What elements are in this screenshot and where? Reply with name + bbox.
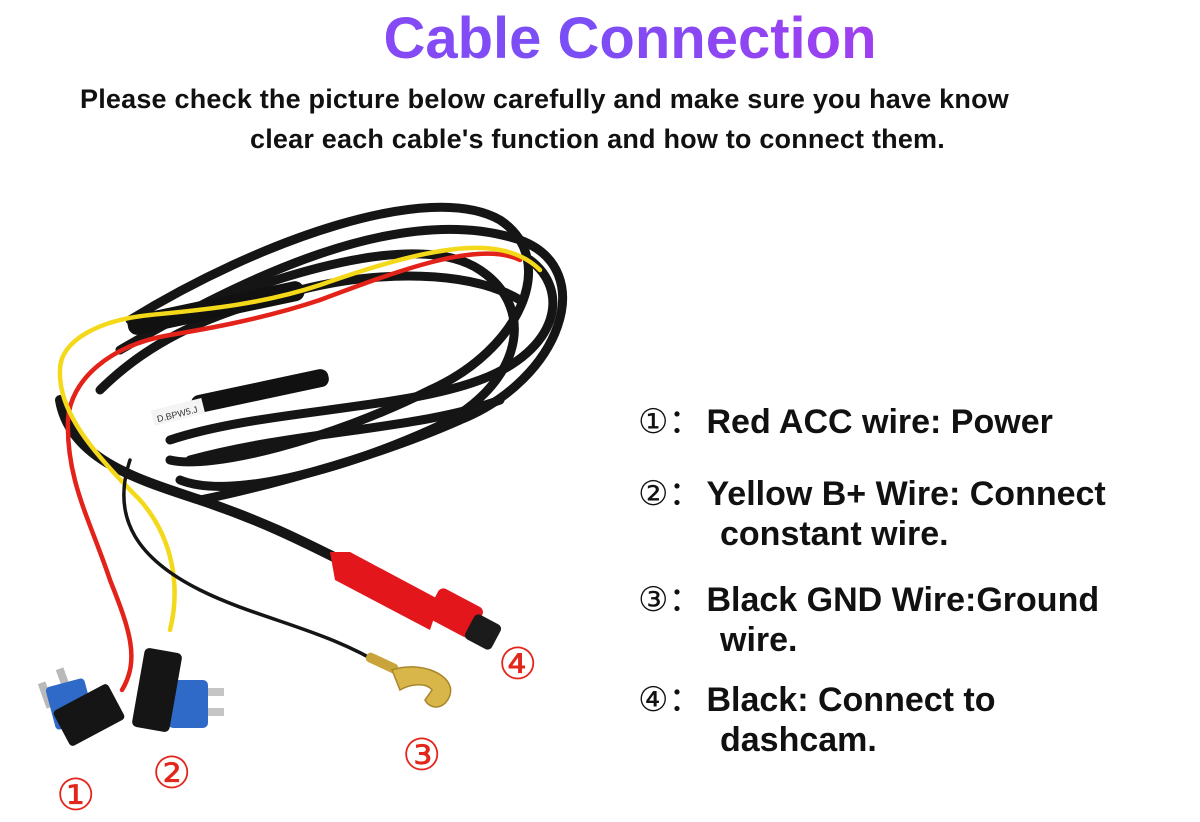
- legend-item-1: ①：Red ACC wire: Power: [638, 402, 1053, 442]
- yellow-bplus-wire: [57, 245, 543, 633]
- legend-num: ②：: [638, 474, 703, 514]
- red-acc-wire: [65, 251, 523, 693]
- legend-text-line2: dashcam.: [720, 721, 877, 759]
- marker-3: ③: [402, 730, 442, 781]
- inline-junction: [191, 369, 329, 413]
- dashcam-connector: [330, 552, 502, 650]
- marker-1: ①: [56, 770, 96, 821]
- legend-text: Red ACC wire: Power: [706, 403, 1053, 441]
- spade-terminal: [365, 652, 452, 708]
- legend-item-3: ③：Black GND Wire:Ground wire.: [638, 580, 1099, 660]
- legend-text: Black: Connect to: [706, 681, 996, 719]
- marker-2: ②: [152, 748, 192, 799]
- page-title: Cable Connection: [0, 4, 1200, 74]
- instructions-line-2: clear each cable's function and how to c…: [250, 124, 945, 154]
- fuse-tap-acc: [37, 667, 125, 746]
- legend-num: ④：: [638, 680, 703, 720]
- cable-loop-1: [125, 202, 533, 467]
- legend-item-4: ④：Black: Connect to dashcam.: [638, 680, 996, 760]
- cable-loop-4: [165, 255, 558, 445]
- legend-item-2: ②：Yellow B+ Wire: Connect constant wire.: [638, 474, 1106, 554]
- legend-num: ①：: [638, 402, 703, 442]
- legend-text-line2: wire.: [720, 621, 798, 659]
- black-gnd-wire: [122, 458, 392, 672]
- cable-to-connector: [55, 395, 345, 565]
- cable-loop-3: [115, 224, 567, 505]
- cable-label-tag: [150, 397, 206, 427]
- legend-num: ③：: [638, 580, 703, 620]
- legend-text-line2: constant wire.: [720, 515, 949, 553]
- legend-text: Black GND Wire:Ground: [706, 581, 1100, 619]
- cable-photo: D.BPW5.J: [0, 160, 600, 822]
- marker-4: ④: [498, 639, 538, 690]
- fuse-tap-bplus: [132, 648, 224, 732]
- cable-loop-5: [185, 395, 505, 465]
- instructions-line-1: Please check the picture below carefully…: [80, 84, 1009, 114]
- legend-text: Yellow B+ Wire: Connect: [706, 475, 1106, 513]
